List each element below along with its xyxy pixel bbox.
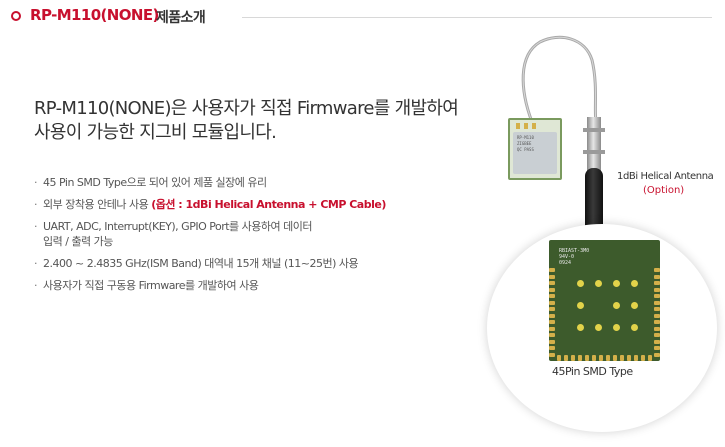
headline: RP-M110(NONE)은 사용자가 직접 Firmware를 개발하여 사용…	[34, 97, 474, 145]
feature-item-band: 2.400 ~ 2.4835 GHz(ISM Band) 대역내 15개 채널 …	[34, 256, 394, 271]
pcb-pad	[654, 300, 660, 305]
pcb-pad	[549, 274, 555, 279]
section-header: RP-M110(NONE) 제품소개	[0, 0, 725, 36]
pcb-pad	[549, 320, 555, 324]
pcb-pad	[613, 355, 617, 361]
pcb-pad	[549, 346, 555, 350]
pcb-pad	[557, 355, 561, 361]
pcb-marking-1: RBIAST-3M0	[559, 248, 590, 254]
pcb-marking-3: 0924	[559, 260, 572, 266]
pcb-pad	[654, 346, 660, 350]
feature-item-smd: 45 Pin SMD Type으로 되어 있어 제품 실장에 유리	[34, 175, 394, 190]
pcb-pad	[549, 268, 555, 272]
pcb-pad	[654, 274, 660, 279]
pcb-pad	[571, 355, 575, 361]
pcb-pad	[549, 333, 555, 337]
pcb-via	[631, 280, 638, 287]
pcb-pad	[549, 287, 555, 292]
cmp-cable-image	[521, 35, 598, 123]
feature-text-continuation: 입력 / 출력 가능	[43, 235, 113, 248]
headline-line-1: RP-M110(NONE)은 사용자가 직접 Firmware를 개발하여	[34, 98, 459, 119]
headline-line-2: 사용이 가능한 지그비 모듈입니다.	[34, 122, 277, 143]
pcb-via	[613, 280, 620, 287]
pcb-pad	[549, 281, 555, 285]
chip-marking-3: QC PASS	[517, 147, 534, 152]
pcb-pad	[620, 355, 624, 361]
chip-marking-1: RP-M110	[517, 135, 534, 140]
product-intro-title: 제품소개	[156, 10, 206, 26]
pcb-via	[595, 324, 602, 331]
pcb-pad	[654, 307, 660, 311]
feature-text: 외부 장착용 안테나 사용	[43, 198, 149, 211]
pcb-pad	[599, 355, 603, 361]
pcb-via	[613, 324, 620, 331]
pcb-pad	[654, 294, 660, 298]
antenna-nut	[583, 150, 605, 154]
feature-text: UART, ADC, Interrupt(KEY), GPIO Port를 사용…	[43, 220, 313, 233]
pcb-pad	[592, 355, 596, 361]
chip-marking-2: ZIGBEE	[517, 141, 532, 146]
feature-text: 사용자가 직접 구동용 Firmware를 개발하여 사용	[43, 279, 259, 292]
feature-item-firmware: 사용자가 직접 구동용 Firmware를 개발하여 사용	[34, 278, 394, 293]
pcb-pad	[654, 333, 660, 337]
pcb-via	[631, 302, 638, 309]
pcb-pad	[578, 355, 582, 361]
module-chip-image: RP-M110 ZIGBEE QC PASS	[508, 118, 562, 180]
pcb-via	[631, 324, 638, 331]
pcb-via	[577, 324, 584, 331]
pcb-via	[577, 280, 584, 287]
pcb-pad	[654, 313, 660, 318]
pcb-silkscreen: RBIAST-3M0 94V-0 0924	[559, 248, 589, 266]
pcb-pad	[549, 300, 555, 305]
pcb-pad	[654, 287, 660, 292]
pcb-pad	[654, 352, 660, 357]
model-title: RP-M110(NONE)	[30, 6, 159, 24]
pcb-pad	[606, 355, 610, 361]
pcb-pad	[585, 355, 589, 361]
antenna-label: 1dBi Helical Antenna	[617, 171, 714, 182]
pcb-pad	[564, 355, 568, 361]
chip-contact	[516, 123, 520, 129]
pcb-pad	[654, 339, 660, 344]
pcb-type-label: 45Pin SMD Type	[552, 365, 633, 378]
feature-item-antenna: 외부 장착용 안테나 사용 (옵션 : 1dBi Helical Antenna…	[34, 197, 394, 212]
pcb-pad	[641, 355, 645, 361]
circle-bullet-icon	[11, 11, 21, 21]
pcb-pad	[634, 355, 638, 361]
chip-contact	[532, 123, 536, 129]
pcb-pad	[654, 326, 660, 331]
antenna-connector-image	[587, 117, 601, 171]
pcb-pad	[648, 355, 652, 361]
pcb-via	[613, 302, 620, 309]
pcb-marking-2: 94V-0	[559, 254, 575, 260]
pcb-pad	[549, 326, 555, 331]
helical-antenna-image	[585, 168, 603, 234]
feature-text: 45 Pin SMD Type으로 되어 있어 제품 실장에 유리	[43, 176, 267, 189]
pcb-pad	[654, 268, 660, 272]
feature-option-highlight: (옵션 : 1dBi Helical Antenna + CMP Cable)	[151, 198, 386, 211]
pcb-pad	[654, 320, 660, 324]
pcb-pad	[627, 355, 631, 361]
pcb-pad	[549, 294, 555, 298]
pcb-pad	[549, 339, 555, 344]
pcb-pad	[549, 352, 555, 357]
chip-marking: RP-M110 ZIGBEE QC PASS	[517, 135, 534, 153]
feature-item-interfaces: UART, ADC, Interrupt(KEY), GPIO Port를 사용…	[34, 219, 394, 249]
chip-contact	[524, 123, 528, 129]
pcb-bottom-image: RBIAST-3M0 94V-0 0924	[549, 240, 660, 361]
header-divider	[242, 17, 712, 18]
pcb-pad	[549, 307, 555, 311]
antenna-nut	[583, 128, 605, 132]
pcb-pad	[549, 313, 555, 318]
pcb-via	[595, 280, 602, 287]
pcb-via	[577, 302, 584, 309]
pcb-pad	[654, 281, 660, 285]
feature-list: 45 Pin SMD Type으로 되어 있어 제품 실장에 유리 외부 장착용…	[34, 175, 394, 300]
rf-shield: RP-M110 ZIGBEE QC PASS	[513, 132, 557, 174]
feature-text: 2.400 ~ 2.4835 GHz(ISM Band) 대역내 15개 채널 …	[43, 257, 359, 270]
antenna-option-label: (Option)	[643, 185, 685, 196]
